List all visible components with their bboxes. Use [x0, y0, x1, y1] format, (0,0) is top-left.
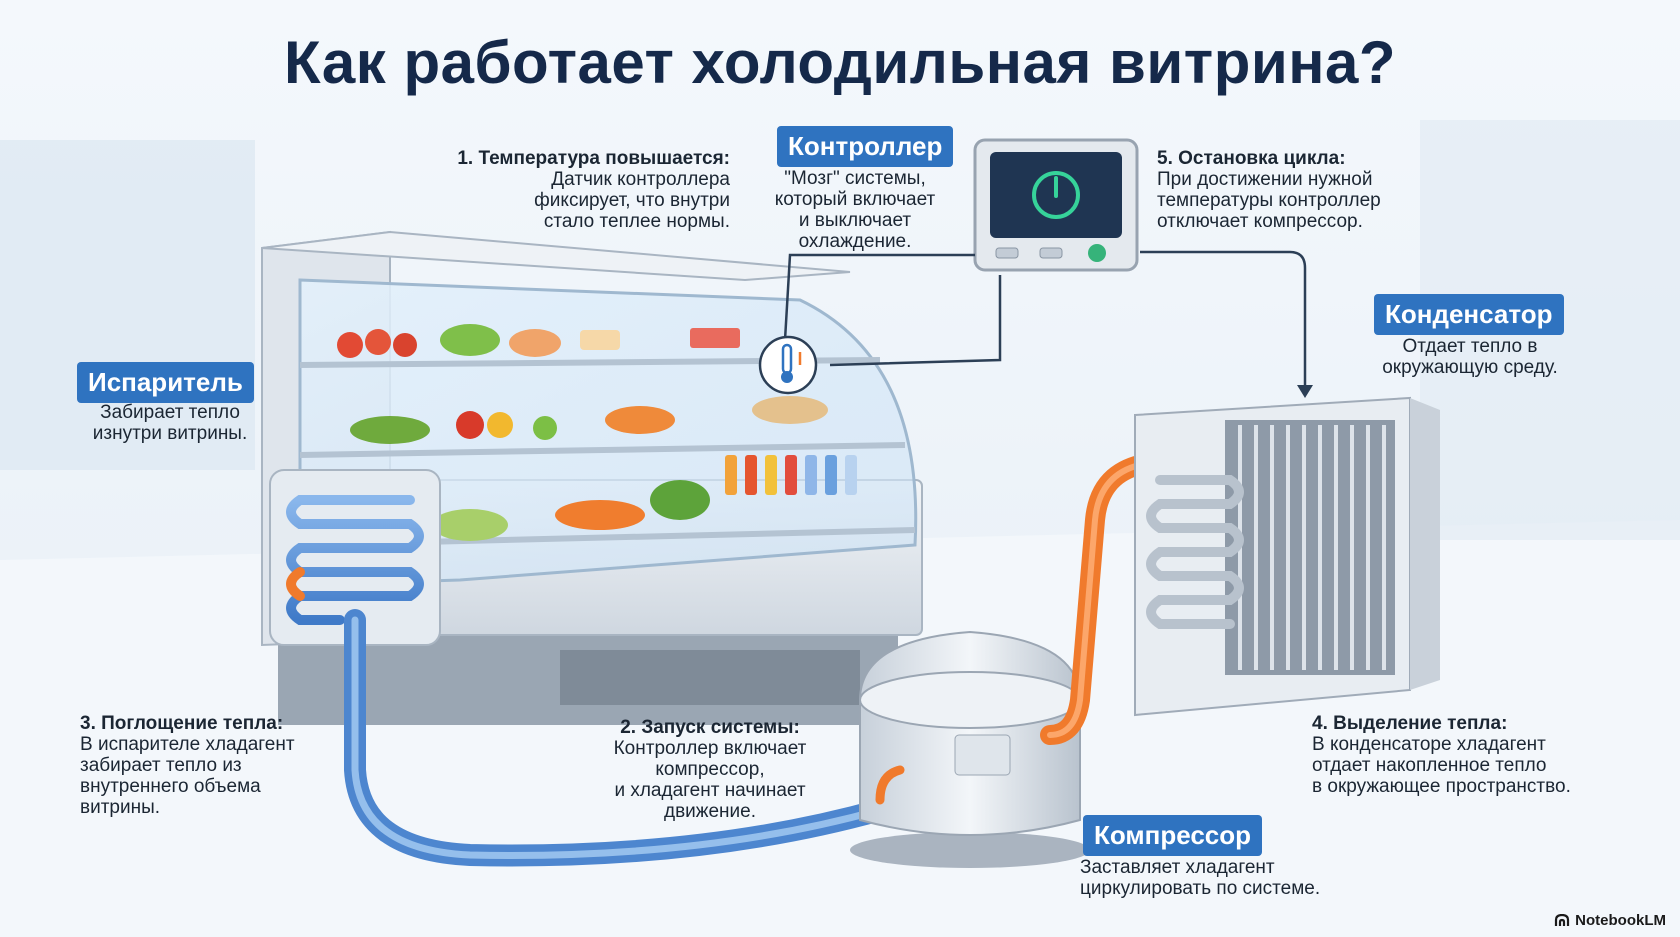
- notebooklm-logo-icon: [1555, 914, 1570, 926]
- window-shape: [0, 140, 255, 470]
- step-2: 2. Запуск системы: Контроллер включает к…: [590, 717, 830, 822]
- control-line-condenser: [1140, 250, 1307, 390]
- products: [337, 324, 857, 541]
- step-2-text: Контроллер включает компрессор, и хладаг…: [613, 738, 807, 822]
- step-1: 1. Температура повышается: Датчик контро…: [400, 148, 730, 232]
- controller-label: Контроллер: [777, 126, 954, 167]
- controller-desc: "Мозг" системы, который включает и выклю…: [774, 168, 936, 252]
- compressor: [850, 630, 1090, 868]
- step-1-title: 1. Температура повышается:: [457, 148, 730, 169]
- control-line-sensor: [829, 275, 1002, 367]
- hot-pipe-highlight: [1047, 459, 1163, 738]
- controller-device: [973, 138, 1139, 272]
- step-1-text: Датчик контроллера фиксирует, что внутри…: [534, 169, 730, 232]
- thermometer-icon: [758, 335, 818, 395]
- arrow-head: [1297, 385, 1313, 398]
- step-5-text: При достижении нужной температуры контро…: [1157, 169, 1381, 232]
- evaporator-desc: Забирает тепло изнутри витрины.: [92, 402, 248, 444]
- condenser-desc: Отдает тепло в окружающую среду.: [1382, 336, 1558, 378]
- condenser-label: Конденсатор: [1374, 294, 1564, 335]
- shelf-2: [299, 442, 906, 458]
- page-title: Как работает холодильная витрина?: [284, 29, 1396, 96]
- step-4-text: В конденсаторе хладагент отдает накоплен…: [1312, 734, 1571, 797]
- case-top: [261, 230, 851, 282]
- control-line-compressor: [783, 253, 975, 341]
- step-3-text: В испарителе хладагент забирает тепло из…: [80, 734, 295, 818]
- step-5: 5. Остановка цикла: При достижении нужно…: [1157, 148, 1437, 232]
- display-case: [261, 230, 923, 725]
- case-grille: [560, 650, 860, 705]
- step-3: 3. Поглощение тепла: В испарителе хладаг…: [80, 713, 330, 818]
- brand-name: NotebookLM: [1575, 912, 1666, 929]
- step-4-title: 4. Выделение тепла:: [1312, 713, 1508, 734]
- evaporator-coil: [269, 469, 441, 646]
- step-5-title: 5. Остановка цикла:: [1157, 148, 1346, 169]
- compressor-desc: Заставляет хладагент циркулировать по си…: [1080, 857, 1321, 899]
- evaporator-label: Испаритель: [77, 362, 254, 403]
- step-4: 4. Выделение тепла: В конденсаторе хлада…: [1312, 713, 1642, 797]
- step-2-title: 2. Запуск системы:: [620, 717, 800, 738]
- cold-pipe-highlight: [351, 616, 884, 859]
- condenser-unit: [1134, 396, 1440, 717]
- compressor-label: Компрессор: [1083, 815, 1263, 856]
- step-3-title: 3. Поглощение тепла:: [80, 713, 284, 734]
- power-icon: [1032, 171, 1080, 219]
- brand-watermark: NotebookLM: [1554, 912, 1666, 929]
